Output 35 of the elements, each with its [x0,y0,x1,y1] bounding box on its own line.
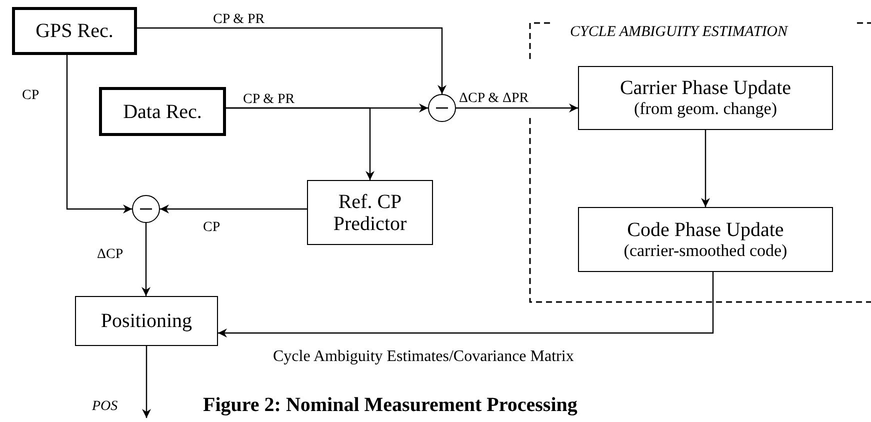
box-title: Positioning [100,310,192,332]
process-box [307,180,433,245]
process-box [578,66,833,130]
summing-junction [132,195,160,223]
process-box [578,207,833,272]
box-title: GPS Rec. [36,20,114,42]
edge-label: ΔCP & ΔPR [459,91,529,107]
edge-label: CP & PR [243,92,295,108]
box-title: Carrier Phase Update [620,77,792,99]
edge-label: ΔCP [97,247,124,263]
process-box [12,7,137,55]
region-heading: CYCLE AMBIGUITY ESTIMATION [570,23,788,42]
process-box [75,296,218,346]
arrow [142,346,151,418]
arrow [137,27,446,94]
edge-label: POS [92,399,118,415]
arrow [456,104,578,112]
process-box [99,87,226,136]
box-title: Data Rec. [123,100,202,122]
box-subtitle: (from geom. change) [634,99,778,119]
figure-caption: Figure 2: Nominal Measurement Processing [203,394,578,417]
arrow [218,272,714,338]
arrow [160,204,307,214]
edge-label: Cycle Ambiguity Estimates/Covariance Matrix [273,349,574,365]
box-subtitle: (carrier-smoothed code) [624,240,788,260]
edge-label: CP [22,88,40,104]
arrow [66,55,132,214]
arrow [142,223,150,296]
box-title: Code Phase Update [627,218,784,240]
arrow [226,107,374,180]
edge-label: CP [203,220,220,236]
box-title: Ref. CP Predictor [332,190,408,234]
arrow [701,130,710,207]
summing-junction [428,94,456,122]
edge-label: CP & PR [213,12,265,28]
